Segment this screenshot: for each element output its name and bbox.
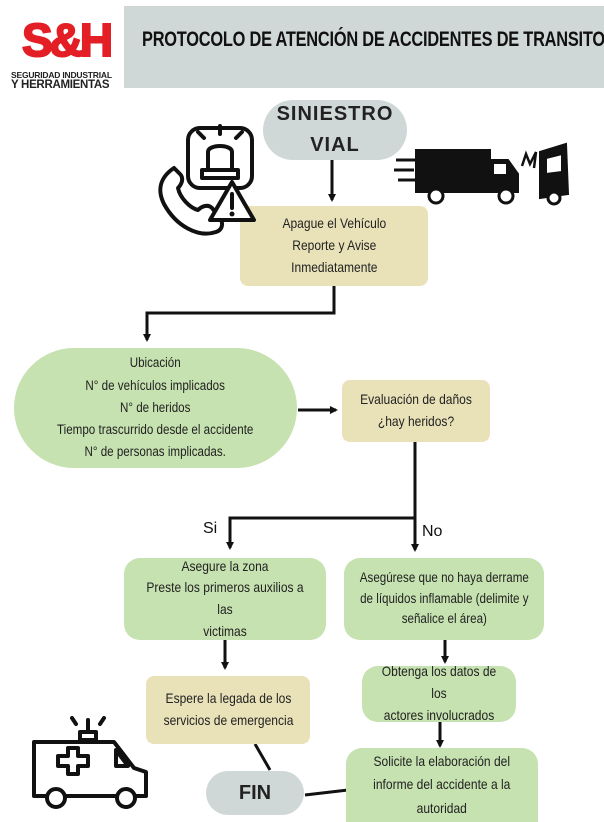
node-no3: Solicite la elaboración del informe del … bbox=[346, 748, 538, 822]
arrow-step1-step2 bbox=[143, 285, 336, 342]
logo-text-line1: SEGURIDAD INDUSTRIAL bbox=[11, 70, 112, 80]
svg-text:S&H: S&H bbox=[22, 14, 111, 66]
node-decision: Evaluación de daños ¿hay heridos? bbox=[342, 380, 490, 442]
ambulance-icon bbox=[32, 716, 148, 809]
node-no2: Obtenga los datos de los actores involuc… bbox=[362, 663, 516, 723]
node-no1: Asegúrese que no haya derrame de líquido… bbox=[344, 558, 544, 640]
node-start: SINIESTRO VIAL bbox=[263, 100, 407, 160]
node-yes1: Asegure la zona Preste los primeros auxi… bbox=[124, 558, 326, 640]
truck-collision-icon bbox=[394, 142, 570, 206]
branch-label-yes: Si bbox=[203, 520, 218, 537]
logo-mark: S&H bbox=[21, 13, 114, 67]
node-yes2: Espere la legada de los servicios de eme… bbox=[146, 676, 310, 744]
line-no3-end bbox=[304, 788, 349, 797]
node-step1: Apague el Vehículo Reporte y Avise Inmed… bbox=[240, 206, 428, 286]
logo-text-line2: Y HERRAMIENTAS bbox=[11, 79, 110, 91]
phone-alarm-icon bbox=[158, 124, 256, 236]
line-yes2-end bbox=[253, 743, 272, 771]
header-band bbox=[124, 6, 604, 88]
node-step2: Ubicación N° de vehículos implicados N° … bbox=[14, 348, 297, 468]
branch-line bbox=[226, 442, 417, 550]
logo: S&H SEGURIDAD INDUSTRIAL Y HERRAMIENTAS bbox=[6, 6, 124, 91]
branch-label-no: No bbox=[422, 523, 443, 540]
page-title: PROTOCOLO DE ATENCIÓN DE ACCIDENTES DE T… bbox=[142, 28, 604, 51]
node-end: FIN bbox=[206, 771, 304, 815]
